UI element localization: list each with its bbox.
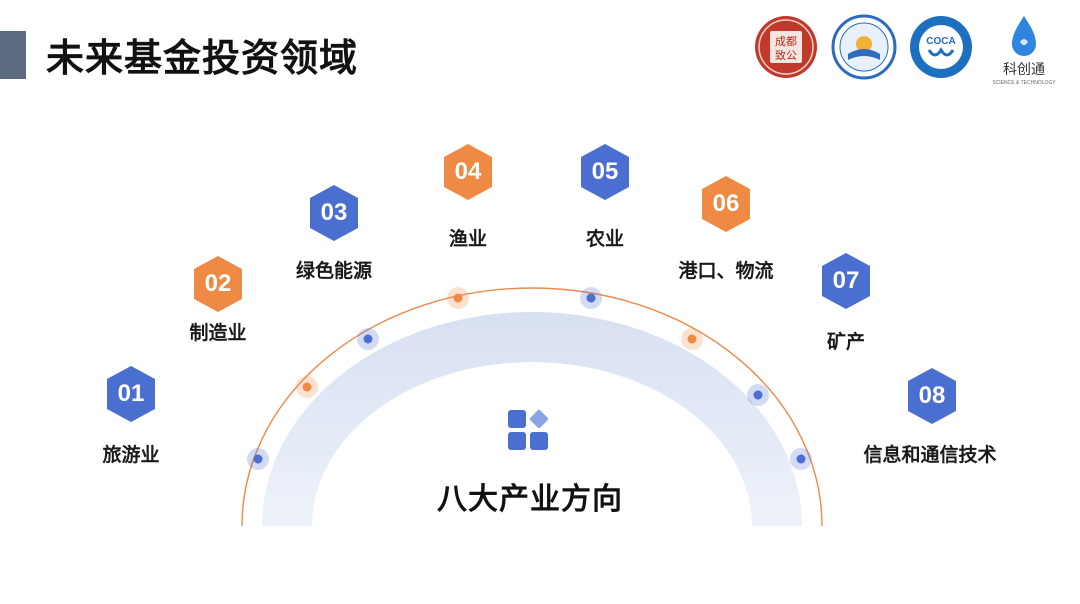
arc-dot bbox=[586, 293, 596, 303]
badge-number: 01 bbox=[117, 380, 145, 407]
badge-01: 01 bbox=[104, 364, 158, 424]
outer-arc-line bbox=[241, 287, 823, 527]
badge-05: 05 bbox=[578, 142, 632, 202]
hexagon-shape bbox=[194, 256, 242, 312]
arc-band bbox=[262, 312, 802, 526]
arc-dot bbox=[453, 293, 463, 303]
arc-dot bbox=[687, 334, 697, 344]
badge-02: 02 bbox=[191, 254, 245, 314]
badge-number: 02 bbox=[204, 270, 232, 297]
badge-03: 03 bbox=[307, 183, 361, 243]
arc-dot bbox=[796, 454, 806, 464]
hexagon-shape bbox=[702, 176, 750, 232]
category-grid-icon bbox=[506, 408, 552, 454]
coca-logo: COCA bbox=[907, 14, 975, 80]
arc-dots bbox=[247, 287, 812, 470]
industry-label-tourism: 旅游业 bbox=[102, 444, 160, 466]
badge-06: 06 bbox=[699, 174, 753, 234]
svg-text:COCA: COCA bbox=[926, 36, 955, 47]
arc-dot bbox=[363, 334, 373, 344]
industry-label-manufacturing: 制造业 bbox=[189, 322, 247, 344]
badge-number: 08 bbox=[918, 382, 946, 409]
badge-04: 04 bbox=[441, 142, 495, 202]
badge-number: 03 bbox=[320, 199, 348, 226]
hexagon-shape bbox=[581, 144, 629, 200]
svg-text:SCIENCE & TECHNOLOGY: SCIENCE & TECHNOLOGY bbox=[992, 80, 1056, 86]
hexagon-shape bbox=[822, 253, 870, 309]
badge-number: 07 bbox=[832, 267, 860, 294]
industry-label-mining: 矿产 bbox=[826, 331, 865, 353]
svg-text:致公: 致公 bbox=[775, 48, 797, 62]
svg-text:成都: 成都 bbox=[775, 35, 797, 48]
badge-number: 06 bbox=[712, 190, 740, 217]
badge-07: 07 bbox=[819, 251, 873, 311]
hexagon-shape bbox=[107, 366, 155, 422]
industry-label-agriculture: 农业 bbox=[585, 228, 624, 250]
hexagon-shape bbox=[310, 185, 358, 241]
page-title: 未来基金投资领域 bbox=[46, 36, 359, 80]
badge-number: 04 bbox=[454, 158, 482, 185]
industry-label-ports-logistics: 港口、物流 bbox=[678, 260, 774, 282]
svg-text:科创通: 科创通 bbox=[1003, 62, 1045, 78]
arc-dot bbox=[302, 382, 312, 392]
industry-label-ict: 信息和通信技术 bbox=[863, 444, 997, 466]
chengdu-zhigong-logo: 成都 致公 bbox=[752, 14, 820, 80]
kechuangtong-logo: 科创通 SCIENCE & TECHNOLOGY bbox=[986, 14, 1062, 86]
arc-dot bbox=[753, 390, 763, 400]
education-emblem-logo bbox=[830, 14, 898, 80]
center-label: 八大产业方向 bbox=[437, 482, 623, 517]
badge-08: 08 bbox=[905, 366, 959, 426]
industry-label-fishery: 渔业 bbox=[448, 228, 487, 250]
badge-number: 05 bbox=[591, 158, 619, 185]
industry-label-green-energy: 绿色能源 bbox=[295, 260, 372, 282]
hexagon-shape bbox=[444, 144, 492, 200]
arc-dot bbox=[253, 454, 263, 464]
hexagon-shape bbox=[908, 368, 956, 424]
title-accent-bar bbox=[0, 31, 26, 79]
